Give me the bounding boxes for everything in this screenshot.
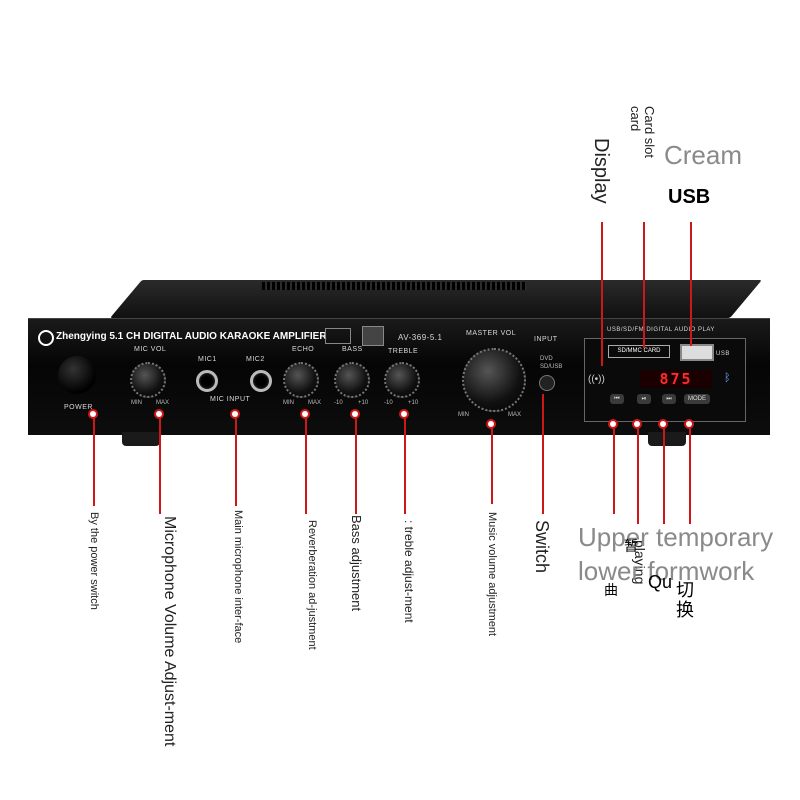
pointer-line-card-slot: [643, 222, 645, 348]
echo-label: ECHO: [292, 346, 315, 353]
input-label: INPUT: [534, 336, 558, 343]
callout-treble: : treble adjust-ment: [402, 520, 416, 623]
power-button[interactable]: [58, 356, 96, 394]
model-number: AV-369-5.1: [398, 333, 443, 342]
callout-mic-volume-text: Microphone Volume Adjust-ment: [161, 516, 178, 747]
echo-max: MAX: [308, 400, 322, 406]
led-display: 875: [640, 370, 712, 388]
pointer-dot-play: [632, 419, 642, 429]
treble-label: TREBLE: [388, 348, 419, 355]
amplifier-foot-left: [122, 432, 160, 446]
pointer-line-mic-input: [235, 414, 237, 506]
callout-upper-temporary: Upper temporary: [578, 522, 774, 552]
master-vol-label: MASTER VOL: [466, 330, 517, 337]
pointer-line-usb: [690, 222, 692, 346]
usb-port-label: USB: [716, 351, 730, 357]
callout-qu-char: 曲: [604, 582, 618, 598]
mic2-label: MIC2: [246, 356, 265, 363]
mic-input-label: MIC INPUT: [210, 396, 251, 403]
brand-title: Zhengying 5.1 CH DIGITAL AUDIO KARAOKE A…: [56, 331, 327, 342]
callout-bass: Bass adjustment: [349, 515, 364, 612]
pointer-dot-treble: [399, 409, 409, 419]
pointer-line-power: [93, 414, 95, 506]
pointer-line-mic-vol: [159, 414, 161, 514]
callout-main-mic: Main microphone inter-face: [232, 510, 244, 644]
callout-lower-formwork: lower formwork: [578, 556, 755, 586]
bluetooth-icon: ᛒ: [724, 372, 731, 384]
mic-vol-knob[interactable]: [130, 362, 166, 398]
mic-vol-label: MIC VOL: [134, 346, 167, 353]
sd-card-slot[interactable]: SD/MMC CARD: [608, 345, 670, 358]
treble-max: +10: [408, 400, 419, 406]
pointer-line-treble: [404, 414, 406, 514]
bass-knob[interactable]: [334, 362, 370, 398]
play-pause-button[interactable]: ⏯: [637, 394, 651, 404]
previous-track-button[interactable]: ⏮: [610, 394, 624, 404]
master-vol-max: MAX: [508, 412, 522, 418]
mic1-label: MIC1: [198, 356, 217, 363]
bass-label: BASS: [342, 346, 363, 353]
pointer-line-play: [637, 424, 639, 524]
bass-min: -10: [334, 400, 343, 406]
pointer-dot-bass: [350, 409, 360, 419]
mic-vol-min: MIN: [131, 400, 142, 406]
remote-sensor-icon: ((•)): [588, 374, 605, 385]
callout-zan: 暂: [624, 538, 638, 554]
module-title: USB/SD/FM DIGITAL AUDIO PLAY: [607, 327, 715, 333]
callout-power-switch: By the power switch: [88, 512, 100, 610]
treble-min: -10: [384, 400, 393, 406]
callout-qie-huan: 切换: [676, 580, 694, 620]
pointer-line-prev: [613, 424, 615, 514]
input-switch-button[interactable]: [539, 375, 555, 391]
callout-music-volume: Music volume adjustment: [486, 512, 498, 637]
pointer-dot-echo: [300, 409, 310, 419]
pointer-dot-prev: [608, 419, 618, 429]
callout-qu: Qu: [648, 572, 673, 592]
pointer-line-echo: [305, 414, 307, 514]
pointer-line-switch: [542, 394, 544, 514]
pointer-line-display: [601, 222, 603, 366]
callout-reverb: Reverberation ad-justment: [306, 520, 318, 650]
pointer-dot-mic-input: [230, 409, 240, 419]
pointer-line-mode: [689, 424, 691, 524]
input-dvd-label: DVD: [540, 356, 553, 362]
callout-card-slot: Card slot card: [628, 106, 657, 159]
callout-switch: Switch: [532, 520, 552, 574]
mode-button[interactable]: MODE: [684, 394, 710, 404]
pointer-line-bass: [355, 414, 357, 514]
callout-mic-volume: Microphone Volume Adjust-ment: [160, 516, 178, 746]
pointer-dot-next: [658, 419, 668, 429]
treble-knob[interactable]: [384, 362, 420, 398]
master-vol-knob[interactable]: [462, 348, 526, 412]
bass-max: +10: [358, 400, 369, 406]
pointer-dot-power: [88, 409, 98, 419]
pointer-dot-mic-vol: [154, 409, 164, 419]
ventilation-grille: [262, 282, 527, 290]
pointer-dot-master-vol: [486, 419, 496, 429]
mic1-jack[interactable]: [196, 370, 218, 392]
echo-min: MIN: [283, 400, 294, 406]
mic2-jack[interactable]: [250, 370, 272, 392]
echo-knob[interactable]: [283, 362, 319, 398]
pointer-dot-mode: [684, 419, 694, 429]
master-vol-min: MIN: [458, 412, 469, 418]
pointer-line-next: [663, 424, 665, 524]
amplifier-foot-right: [648, 432, 686, 446]
next-track-button[interactable]: ⏭: [662, 394, 676, 404]
pointer-line-master-vol: [491, 424, 493, 504]
music-badge-icon: [362, 326, 384, 346]
callout-display: Display: [590, 138, 612, 204]
callout-cream: Cream: [664, 140, 743, 170]
power-label: POWER: [64, 404, 93, 411]
mic-vol-max: MAX: [156, 400, 170, 406]
input-sdusb-label: SD/USB: [540, 364, 563, 370]
usb-port[interactable]: [680, 344, 714, 361]
dolby-logo-icon: [325, 328, 351, 344]
callout-usb: USB: [668, 186, 711, 208]
brand-logo-icon: [38, 330, 54, 346]
